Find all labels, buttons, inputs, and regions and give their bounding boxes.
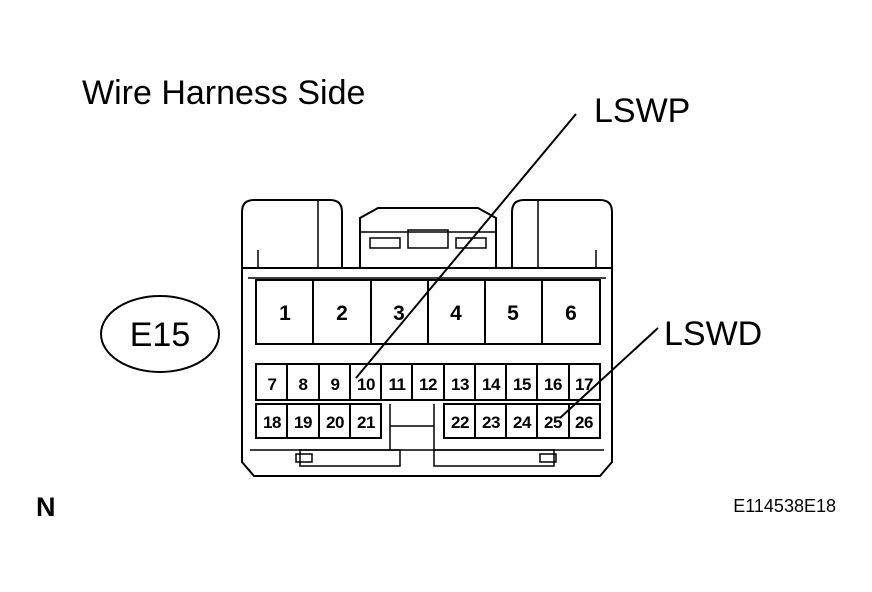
pin-26: 26 <box>575 413 593 432</box>
connector-housing <box>241 199 613 477</box>
pin-19: 19 <box>294 413 312 432</box>
diagram-title: Wire Harness Side <box>82 74 365 112</box>
lswp-leader-line <box>355 113 577 379</box>
pin-18: 18 <box>263 413 281 432</box>
pin-16: 16 <box>544 375 562 394</box>
pin-row-3-right: 22 23 24 25 26 <box>443 403 601 439</box>
pin-24: 24 <box>513 413 532 432</box>
figure-code: E114538E18 <box>733 496 836 516</box>
connector-id-ellipse <box>100 295 220 373</box>
pin-9: 9 <box>331 375 340 394</box>
pin-4: 4 <box>450 302 462 325</box>
pin-22: 22 <box>451 413 469 432</box>
lswd-label: LSWD <box>664 315 762 353</box>
pin-13: 13 <box>451 375 469 394</box>
connector-id: E15 <box>130 316 191 354</box>
pin-row-2: 7 8 9 10 11 12 13 14 15 16 17 <box>255 363 601 401</box>
pin-1: 1 <box>279 302 291 325</box>
pin-14: 14 <box>482 375 501 394</box>
pin-23: 23 <box>482 413 500 432</box>
lswp-label: LSWP <box>594 92 690 130</box>
pin-6: 6 <box>565 302 577 325</box>
pin-2: 2 <box>336 302 348 325</box>
pin-8: 8 <box>299 375 308 394</box>
pin-20: 20 <box>326 413 344 432</box>
pin-7: 7 <box>268 375 277 394</box>
pin-25: 25 <box>544 413 562 432</box>
pin-row-1: 1 2 3 4 5 6 <box>255 279 601 345</box>
pin-15: 15 <box>513 375 531 394</box>
pin-21: 21 <box>357 413 375 432</box>
pin-17: 17 <box>575 375 593 394</box>
lswd-leader-line <box>559 327 659 419</box>
center-key <box>389 404 435 450</box>
pin-12: 12 <box>419 375 437 394</box>
orientation-letter: N <box>36 492 56 522</box>
pin-10: 10 <box>357 375 375 394</box>
pin-row-3-left: 18 19 20 21 <box>255 403 382 439</box>
pin-11: 11 <box>389 375 406 394</box>
pin-3: 3 <box>393 302 405 325</box>
pin-5: 5 <box>507 302 519 325</box>
